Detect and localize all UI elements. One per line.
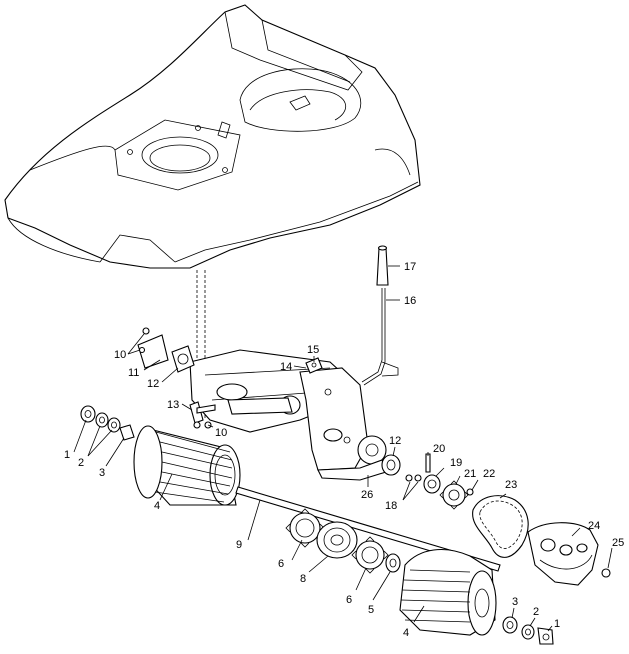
callout-6: 6	[346, 594, 352, 606]
callout-4: 4	[154, 500, 160, 512]
callout-25: 25	[612, 537, 624, 549]
callout-3: 3	[512, 596, 518, 608]
chain-cover	[527, 522, 611, 586]
right-roller	[399, 549, 497, 636]
leader-lines	[73, 265, 613, 632]
callout-4: 4	[403, 627, 409, 639]
callout-3: 3	[99, 467, 105, 479]
left-roller	[133, 425, 241, 506]
bracket-plate-left	[137, 327, 195, 373]
left-washer-stack	[80, 405, 135, 441]
callout-13: 13	[167, 399, 179, 411]
callout-8: 8	[300, 573, 306, 585]
callout-11: 11	[128, 367, 139, 379]
height-adjust-lever	[361, 245, 399, 386]
callout-22: 22	[483, 468, 495, 480]
callout-23: 23	[505, 479, 517, 491]
callout-labels: 17 16 15 14 10 11 12 13 10 1 2 3 4 9 6 8…	[64, 261, 624, 639]
callout-12: 12	[389, 435, 401, 447]
drive-chain	[472, 495, 529, 558]
callout-6: 6	[278, 558, 284, 570]
callout-5: 5	[368, 604, 374, 616]
callout-18: 18	[385, 500, 397, 512]
callout-21: 21	[464, 468, 476, 480]
bracket-bolts	[189, 401, 216, 429]
drive-gears-left	[285, 508, 358, 559]
drive-sprocket-assembly	[381, 453, 474, 510]
callout-15: 15	[307, 344, 319, 356]
callout-1: 1	[64, 449, 70, 461]
callout-10: 10	[215, 427, 227, 439]
callout-19: 19	[450, 457, 462, 469]
callout-16: 16	[404, 295, 416, 307]
right-washer-stack	[502, 616, 554, 645]
mower-deck	[4, 4, 421, 269]
drive-gears-right	[351, 536, 401, 574]
rear-axle-bracket	[189, 349, 387, 481]
callout-17: 17	[404, 261, 416, 273]
callout-26: 26	[361, 489, 373, 501]
callout-10: 10	[114, 349, 126, 361]
callout-12: 12	[147, 378, 159, 390]
callout-14: 14	[280, 361, 292, 373]
callout-9: 9	[236, 539, 242, 551]
callout-2: 2	[533, 606, 539, 618]
callout-2: 2	[78, 457, 84, 469]
callout-1: 1	[554, 618, 560, 630]
callout-24: 24	[588, 520, 600, 532]
callout-20: 20	[433, 443, 445, 455]
